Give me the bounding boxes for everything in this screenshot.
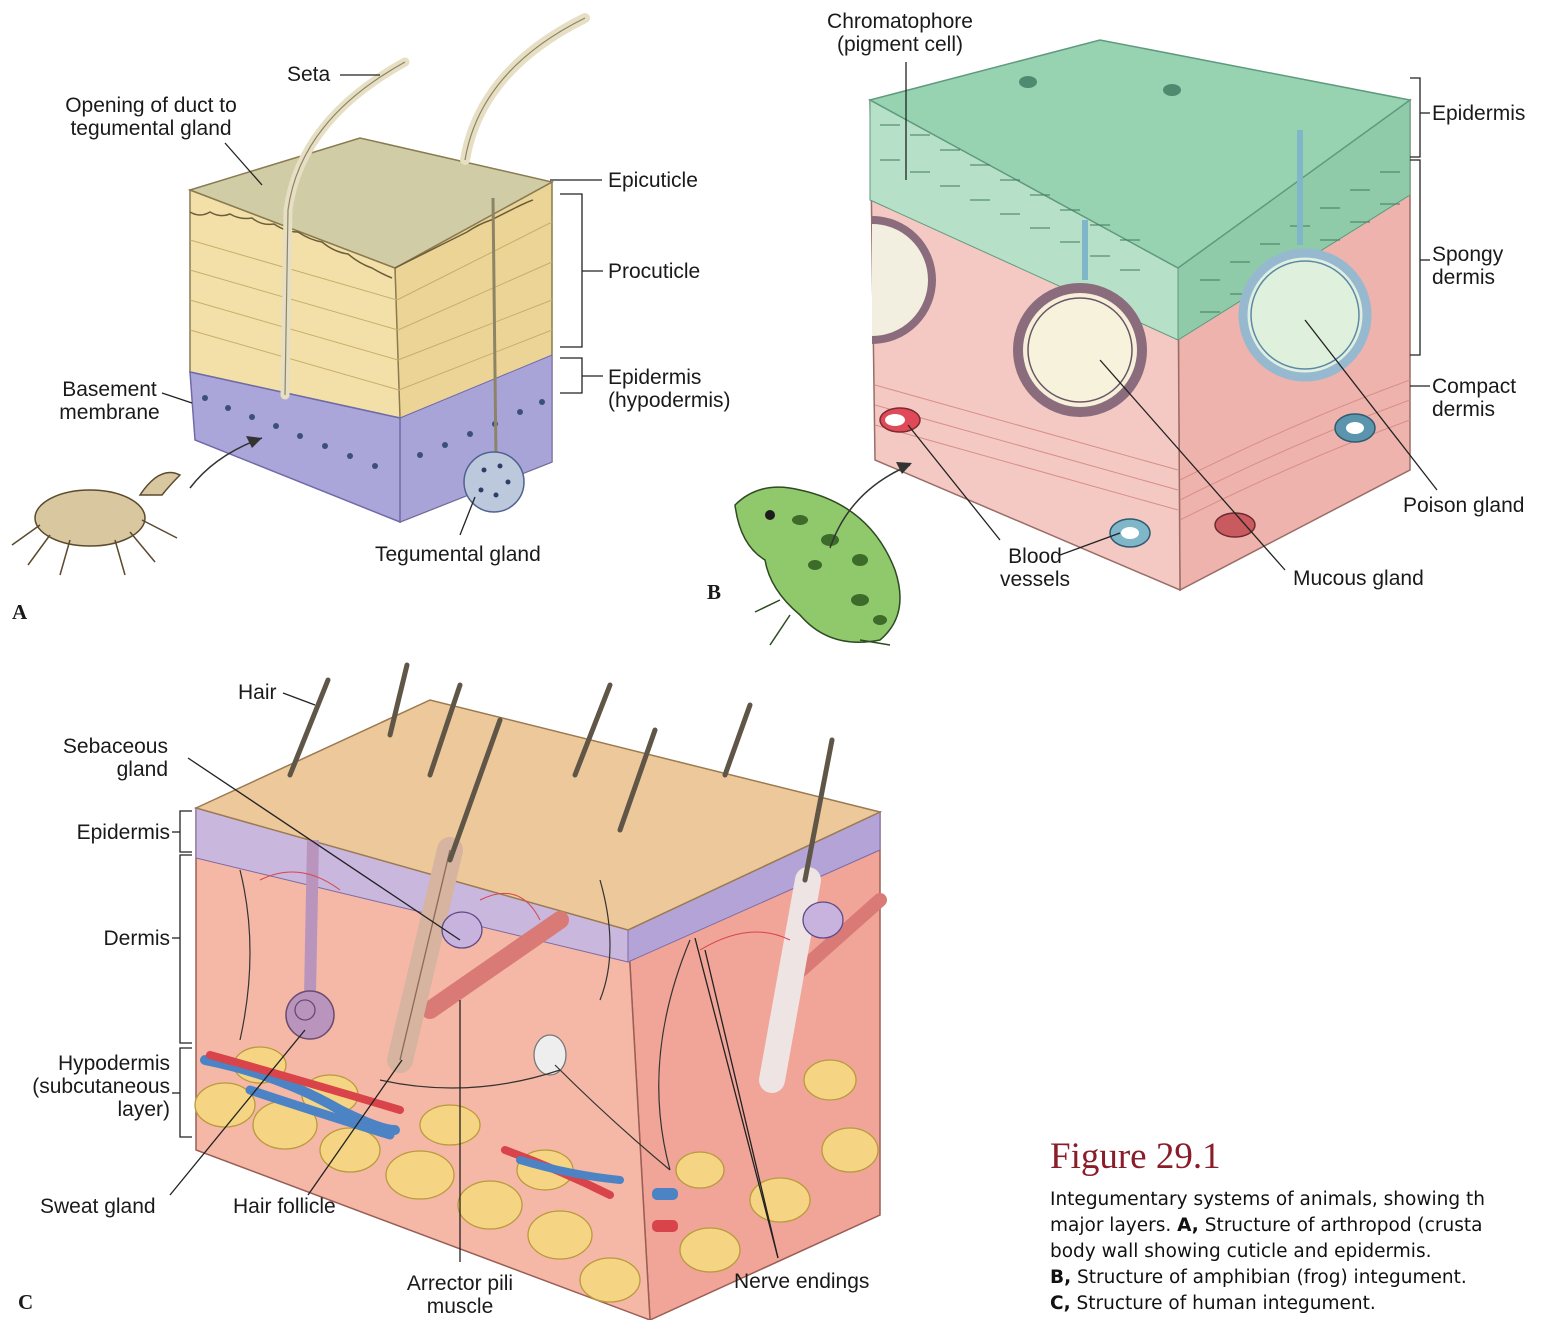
caption-line-5-rest: Structure of human integument. <box>1071 1293 1376 1314</box>
label-epidermis-b: Epidermis <box>1432 102 1525 125</box>
label-hypodermis: Hypodermis (subcutaneous layer) <box>0 1052 170 1121</box>
caption-line-2-rest: Structure of arthropod (crusta <box>1199 1215 1483 1236</box>
label-arrector-line1: Arrector pili <box>380 1272 540 1295</box>
label-chromatophore-line2: (pigment cell) <box>800 33 1000 56</box>
label-sweat-gland: Sweat gland <box>40 1195 156 1218</box>
label-hypodermis-line1: Hypodermis <box>0 1052 170 1075</box>
label-poison-gland: Poison gland <box>1403 494 1524 517</box>
label-sebaceous-line1: Sebaceous <box>40 735 168 758</box>
caption-line-5: C, Structure of human integument. <box>1050 1291 1542 1317</box>
label-epidermis-a-line1: Epidermis <box>608 366 731 389</box>
caption-line-4-bold: B, <box>1050 1267 1071 1288</box>
label-basement-line2: membrane <box>52 401 167 424</box>
label-hypodermis-line2: (subcutaneous <box>0 1075 170 1098</box>
label-epidermis-hypodermis: Epidermis (hypodermis) <box>608 366 731 412</box>
label-tegumental-gland: Tegumental gland <box>375 543 541 566</box>
panel-c-block <box>195 665 880 1320</box>
caption-line-5-bold: C, <box>1050 1293 1071 1314</box>
label-blood-line1: Blood <box>990 545 1080 568</box>
label-compact-line2: dermis <box>1432 398 1516 421</box>
label-blood-vessels: Blood vessels <box>990 545 1080 591</box>
label-sebaceous-line2: gland <box>40 758 168 781</box>
panel-letter-c: C <box>18 1290 33 1315</box>
label-hair-follicle: Hair follicle <box>233 1195 336 1218</box>
caption-line-2-text: major layers. <box>1050 1215 1177 1236</box>
label-arrector-line2: muscle <box>380 1295 540 1318</box>
label-duct-opening-line2: tegumental gland <box>40 117 262 140</box>
caption-line-1: Integumentary systems of animals, showin… <box>1050 1187 1542 1213</box>
label-hypodermis-line3: layer) <box>0 1098 170 1121</box>
label-sebaceous-gland: Sebaceous gland <box>40 735 168 781</box>
label-basement-line1: Basement <box>52 378 167 401</box>
figure-caption: Integumentary systems of animals, showin… <box>1050 1187 1542 1317</box>
label-spongy-dermis: Spongy dermis <box>1432 243 1503 289</box>
figure-title: Figure 29.1 <box>1050 1135 1221 1178</box>
label-procuticle: Procuticle <box>608 260 700 283</box>
label-chromatophore: Chromatophore (pigment cell) <box>800 10 1000 56</box>
label-duct-opening: Opening of duct to tegumental gland <box>40 94 262 140</box>
label-epicuticle: Epicuticle <box>608 169 698 192</box>
caption-line-4-rest: Structure of amphibian (frog) integument… <box>1071 1267 1467 1288</box>
label-arrector-pili: Arrector pili muscle <box>380 1272 540 1318</box>
caption-line-4: B, Structure of amphibian (frog) integum… <box>1050 1265 1542 1291</box>
panel-letter-a: A <box>12 600 27 625</box>
caption-line-3: body wall showing cuticle and epidermis. <box>1050 1239 1542 1265</box>
label-duct-opening-line1: Opening of duct to <box>40 94 262 117</box>
label-chromatophore-line1: Chromatophore <box>800 10 1000 33</box>
label-spongy-line2: dermis <box>1432 266 1503 289</box>
label-mucous-gland: Mucous gland <box>1293 567 1424 590</box>
caption-line-2-bold: A, <box>1177 1215 1199 1236</box>
label-epidermis-c: Epidermis <box>40 821 170 844</box>
label-hair: Hair <box>238 681 277 704</box>
label-dermis: Dermis <box>40 927 170 950</box>
label-nerve-endings: Nerve endings <box>734 1270 869 1293</box>
label-compact-line1: Compact <box>1432 375 1516 398</box>
label-epidermis-a-line2: (hypodermis) <box>608 389 731 412</box>
label-blood-line2: vessels <box>990 568 1080 591</box>
label-compact-dermis: Compact dermis <box>1432 375 1516 421</box>
label-basement-membrane: Basement membrane <box>52 378 167 424</box>
panel-letter-b: B <box>707 580 721 605</box>
caption-line-2: major layers. A, Structure of arthropod … <box>1050 1213 1542 1239</box>
label-spongy-line1: Spongy <box>1432 243 1503 266</box>
label-seta: Seta <box>287 63 330 86</box>
